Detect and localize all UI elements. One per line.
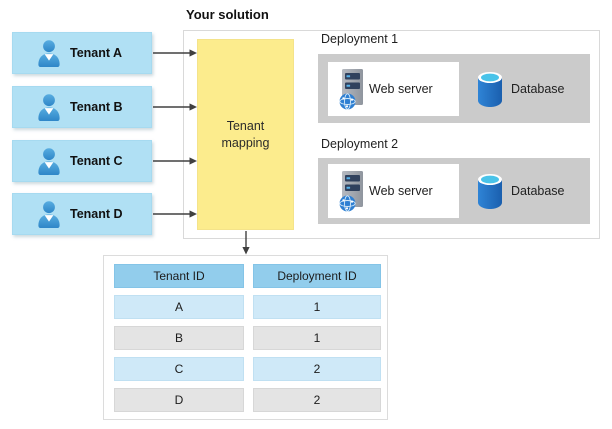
database-label: Database [511, 184, 565, 198]
table-cell: B [114, 326, 244, 350]
tenant-box-b: Tenant B [12, 86, 152, 128]
web-server-label: Web server [369, 81, 433, 96]
deployment-2-label: Deployment 2 [321, 137, 399, 151]
tenant-mapping-table: Tenant ID Deployment ID A 1 B 1 C 2 D 2 [103, 255, 388, 420]
tenant-mapping-box: Tenant mapping [197, 39, 294, 230]
table-cell: A [114, 295, 244, 319]
tenant-label: Tenant B [70, 100, 123, 114]
database-icon [478, 71, 502, 107]
deployment-2-box: Web server Database [318, 158, 590, 224]
person-icon [38, 40, 60, 67]
tenant-box-d: Tenant D [12, 193, 152, 235]
tenant-mapping-label: Tenant mapping [221, 119, 270, 150]
web-server-icon [339, 171, 363, 212]
table-cell: 1 [253, 326, 381, 350]
table-cell: 2 [253, 388, 381, 412]
table-header-tenant-id: Tenant ID [114, 264, 244, 288]
tenant-box-a: Tenant A [12, 32, 152, 74]
table-cell: 1 [253, 295, 381, 319]
table-cell: D [114, 388, 244, 412]
table-cell: C [114, 357, 244, 381]
person-icon [38, 201, 60, 228]
table-header-deployment-id: Deployment ID [253, 264, 381, 288]
web-server-icon [339, 68, 363, 110]
tenant-label: Tenant A [70, 46, 123, 60]
database-icon [478, 174, 502, 209]
tenant-label: Tenant D [70, 207, 123, 221]
table-cell: 2 [253, 357, 381, 381]
web-server-card: Web server [328, 164, 459, 218]
database-label: Database [511, 81, 565, 96]
tenant-box-c: Tenant C [12, 140, 152, 182]
web-server-label: Web server [369, 184, 433, 198]
deployment-1-label: Deployment 1 [321, 32, 399, 46]
tenant-label: Tenant C [70, 154, 123, 168]
solution-title: Your solution [186, 7, 269, 22]
person-icon [38, 94, 60, 121]
deployment-1-box: Web server Database [318, 54, 590, 123]
web-server-card: Web server [328, 61, 459, 116]
person-icon [38, 148, 60, 175]
